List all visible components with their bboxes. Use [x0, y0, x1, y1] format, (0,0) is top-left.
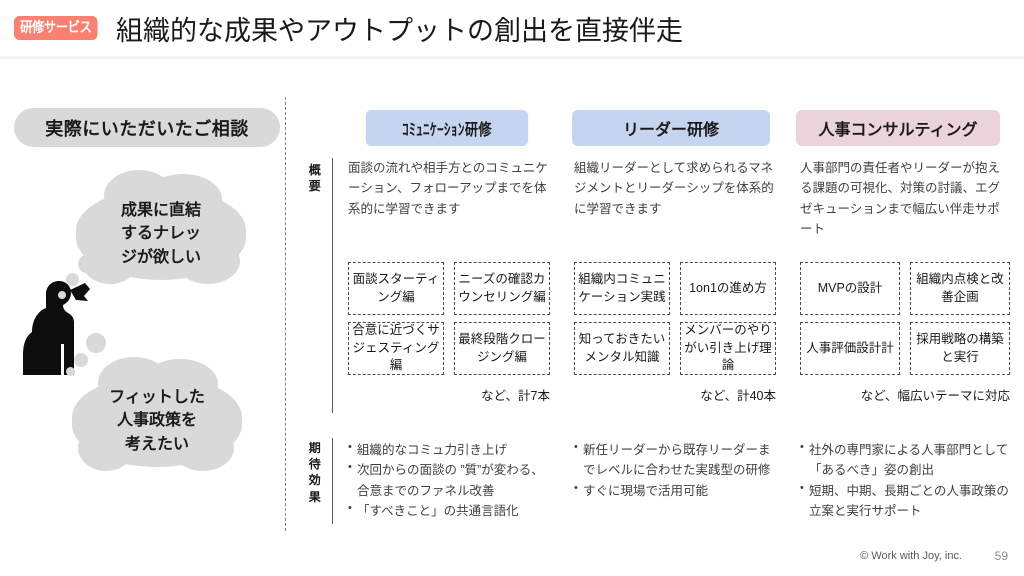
topic-tile[interactable]: メンバーのやりがい引き上げ理論: [680, 322, 776, 375]
row-label-effect: 期待効果: [308, 441, 322, 504]
bubble-dot: [66, 367, 75, 376]
slide-header: 研修サービス 組織的な成果やアウトプットの創出を直接伴走: [0, 0, 1024, 56]
topic-tile[interactable]: 採用戦略の構築と実行: [910, 322, 1010, 375]
effect-item: すぐに現場で活用可能: [574, 479, 778, 501]
effect-item: 組織的なコミュ力引き上げ: [348, 439, 552, 460]
topic-tile[interactable]: 組織内コミュニケーション実践: [574, 262, 670, 315]
topic-tile[interactable]: MVPの設計: [800, 262, 900, 315]
thought-bubble-2-line1: フィットした: [109, 389, 205, 407]
bubble-dot: [58, 291, 66, 299]
effect-row-rule: [332, 438, 333, 524]
overview-text-communication: 面談の流れや相手方とのコミュニケーション、フォローアップまでを体系的に学習できま…: [348, 161, 548, 216]
topic-tiles-hr-consulting: MVPの設計 組織内点検と改善企画 人事評価設計計 採用戦略の構築と実行: [800, 262, 1010, 375]
consultation-panel: 実際にいただいたご相談 成果に直結 するナレッ ジが欲しい フィットした 人事政…: [0, 95, 286, 540]
page-number: 59: [994, 549, 1008, 563]
copyright-text: © Work with Joy, inc.: [860, 550, 962, 562]
vertical-dashed-divider: [285, 97, 286, 531]
thought-bubble-2: フィットした 人事政策を 考えたい: [72, 357, 242, 471]
effect-item: 社外の専門家による人事部門として「あるべき」姿の創出: [800, 439, 1010, 481]
column-header-hr-consulting[interactable]: 人事コンサルティング: [796, 110, 1000, 146]
consultation-heading: 実際にいただいたご相談: [14, 108, 280, 147]
effect-item: 新任リーダーから既存リーダーまでレベルに合わせた実践型の研修: [574, 439, 778, 481]
thought-bubble-1-line3: ジが欲しい: [120, 248, 201, 266]
effect-item: 「すべきこと」の共通言語化: [348, 500, 552, 521]
header-divider: [0, 56, 1024, 59]
topic-tiles-communication: 面談スターティング編 ニーズの確認カウンセリング編 合意に近づくサジェスティング…: [348, 262, 550, 375]
effects-list-communication: 組織的なコミュ力引き上げ 次回からの面談の ”質”が変わる、合意までのファネル改…: [348, 439, 552, 521]
effects-list-leader: 新任リーダーから既存リーダーまでレベルに合わせた実践型の研修 すぐに現場で活用可…: [574, 439, 778, 501]
topic-count-note-hr-consulting: など、幅広いテーマに対応: [860, 389, 1010, 403]
topic-tile[interactable]: 面談スターティング編: [348, 262, 444, 315]
thought-bubble-2-line2: 人事政策を: [116, 412, 197, 430]
topic-count-note-leader: など、計40本: [700, 389, 776, 403]
topic-tile[interactable]: 1on1の進め方: [680, 262, 776, 315]
topic-tile[interactable]: 人事評価設計計: [800, 322, 900, 375]
overview-row-rule: [332, 158, 333, 413]
bubble-dot: [86, 333, 106, 353]
thought-bubble-1: 成果に直結 するナレッ ジが欲しい: [76, 170, 246, 284]
overview-text-leader: 組織リーダーとして求められるマネジメントとリーダーシップを体系的に学習できます: [574, 161, 774, 216]
topic-count-note-communication: など、計7本: [481, 389, 550, 403]
thought-bubble-1-line2: するナレッ: [120, 225, 201, 243]
topic-tile[interactable]: 知っておきたいメンタル知識: [574, 322, 670, 375]
topic-tile[interactable]: ニーズの確認カウンセリング編: [454, 262, 550, 315]
effect-item: 短期、中期、長期ごとの人事政策の立案と実行サポート: [800, 480, 1010, 522]
column-header-communication[interactable]: ｺﾐｭﾆｹｰｼｮﾝ研修: [365, 110, 529, 146]
thought-bubble-2-line3: 考えたい: [124, 435, 189, 453]
thinking-person-silhouette-icon: [6, 280, 90, 395]
topic-tiles-leader: 組織内コミュニケーション実践 1on1の進め方 知っておきたいメンタル知識 メン…: [574, 262, 776, 375]
category-badge: 研修サービス: [14, 16, 98, 40]
topic-tile[interactable]: 最終段階クロージング編: [454, 322, 550, 375]
bubble-dot: [74, 353, 88, 367]
page-title: 組織的な成果やアウトプットの創出を直接伴走: [116, 15, 683, 46]
thought-bubble-1-line1: 成果に直結: [120, 202, 201, 220]
row-label-overview: 概要: [308, 163, 322, 194]
overview-text-hr-consulting: 人事部門の責任者やリーダーが抱える課題の可視化、対策の討議、エグゼキューションま…: [800, 161, 1001, 236]
topic-tile[interactable]: 組織内点検と改善企画: [910, 262, 1010, 315]
effect-item: 次回からの面談の ”質”が変わる、合意までのファネル改善: [348, 459, 552, 501]
topic-tile[interactable]: 合意に近づくサジェスティング編: [348, 322, 444, 375]
column-header-row: ｺﾐｭﾆｹｰｼｮﾝ研修 リーダー研修 人事コンサルティング: [348, 110, 1018, 146]
effects-list-hr-consulting: 社外の専門家による人事部門として「あるべき」姿の創出 短期、中期、長期ごとの人事…: [800, 439, 1010, 522]
bubble-dot: [66, 273, 79, 286]
services-table: ｺﾐｭﾆｹｰｼｮﾝ研修 リーダー研修 人事コンサルティング 概要 期待効果 面談…: [300, 100, 1018, 540]
column-header-leader[interactable]: リーダー研修: [572, 110, 770, 146]
